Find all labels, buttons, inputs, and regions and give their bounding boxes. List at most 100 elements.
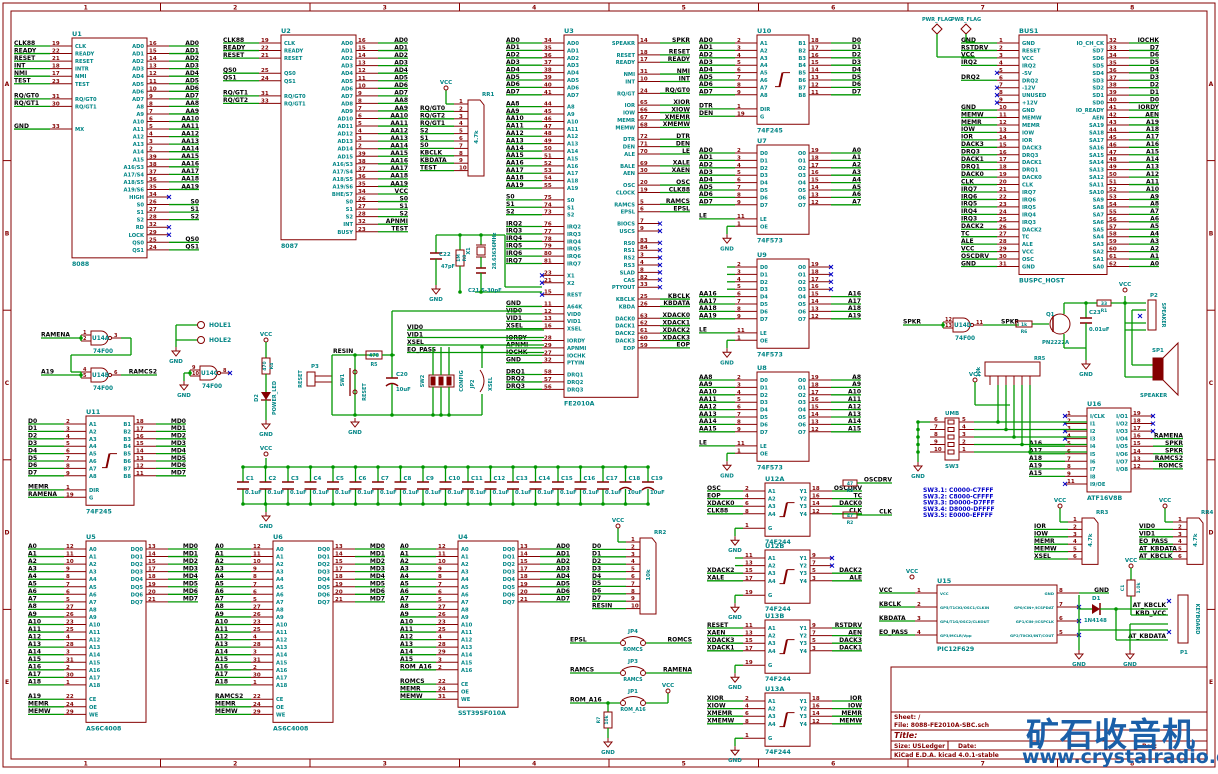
pin-number: 12 (811, 200, 819, 206)
no-connect-marker (657, 228, 663, 234)
pin-name: O7 (798, 203, 806, 209)
pin-number: 30 (999, 254, 1007, 260)
[object SVGGElement] (443, 502, 448, 506)
net-label: A18 (28, 679, 41, 686)
net-label: A6 (400, 588, 409, 595)
pin-number: 21 (52, 56, 60, 62)
net-label: D4 (592, 573, 601, 580)
ground-icon (721, 464, 733, 472)
vcc-symbol: VCC (1054, 498, 1066, 509)
no-connect-marker (657, 270, 663, 275)
resistor-ref: R7 (596, 717, 602, 724)
[object SVGGElement] (398, 465, 403, 469)
pin-number: 1 (917, 588, 921, 594)
pin-number: 14 (811, 185, 819, 191)
net-label: RAMCS (666, 198, 690, 205)
[object SVGGElement] (941, 323, 945, 327)
chip-u16[interactable]: U16ATF16V8B1I/CLK2I13I24I35I4A166I5A177I… (1029, 400, 1183, 502)
no-connect-marker (657, 240, 663, 246)
pin-name: O3 (798, 173, 806, 179)
net-label: AD1 (394, 44, 408, 51)
vcc-icon (263, 451, 269, 457)
pin-name: A2 (768, 497, 776, 503)
no-connect-marker (539, 273, 545, 278)
net-label: RQ/GT1 (223, 90, 248, 97)
crystal-icon (476, 246, 486, 256)
crystal-value: 28.63636MHz (492, 232, 498, 269)
pin-number: 77 (544, 229, 552, 235)
net-label: MD7 (171, 470, 186, 477)
pin-number: 48 (544, 131, 552, 137)
pin-name: SPEAKR (612, 41, 635, 47)
pin-number: 1 (66, 680, 70, 686)
net-label: AD2 (185, 55, 199, 62)
resistor-network-rr1[interactable]: RR14.7k1VCC2RQ/GT03RQ/GT24RQ/GT15S26S17S… (420, 80, 494, 177)
pin-number: 30 (253, 672, 261, 678)
net-label: AD4 (699, 176, 713, 183)
jumper-icon (621, 666, 645, 671)
pin-name: A16 (461, 668, 473, 674)
resistor-network-rr2[interactable]: RR210k1VCC2D03D14D25D36D47D58D69D710RESI… (592, 518, 666, 615)
pin-number: 10 (149, 86, 157, 92)
trimmer-cap-label: C21 5-30pF (468, 288, 502, 294)
speaker-driver[interactable]: 1kR6Q1PN2222AGNDC230.01uF33R1P2SPEAKERVC… (1015, 282, 1179, 399)
pin-number: 6 (745, 711, 749, 717)
gnd-symbol: GND (177, 381, 191, 399)
jumper-pad (620, 700, 626, 706)
pin-name: DQ0 (131, 547, 144, 553)
transistor-icon (1049, 313, 1071, 335)
pin-name: A18 (567, 179, 579, 185)
frame-row-label: D (1209, 530, 1214, 537)
resistor-network-rr4[interactable]: RR44.7k1VCC2VID03VID14EO_PASS5AT_KBDATA6… (1139, 498, 1213, 565)
net-label: TC (961, 231, 970, 238)
pin-number: 11 (358, 76, 366, 82)
pin-name: AD4 (341, 71, 353, 77)
net-label: MD6 (370, 588, 385, 595)
inversion-bubble (969, 322, 975, 328)
pin-number: 25 (261, 68, 269, 74)
pin-number: 1 (962, 447, 966, 453)
no-connect-marker (1150, 421, 1156, 426)
no-connect-stroke (166, 194, 172, 200)
resistor-value: 47 (847, 513, 853, 519)
pin-name: EPSL (621, 210, 636, 216)
pin-number: 19 (737, 111, 745, 117)
pin-number: 12 (811, 314, 819, 320)
pin-name: NMI (624, 72, 636, 78)
pin-name: AD9 (341, 109, 353, 115)
pin-name: OSC (1022, 257, 1034, 263)
frame-column-label: 8 (1130, 761, 1134, 768)
